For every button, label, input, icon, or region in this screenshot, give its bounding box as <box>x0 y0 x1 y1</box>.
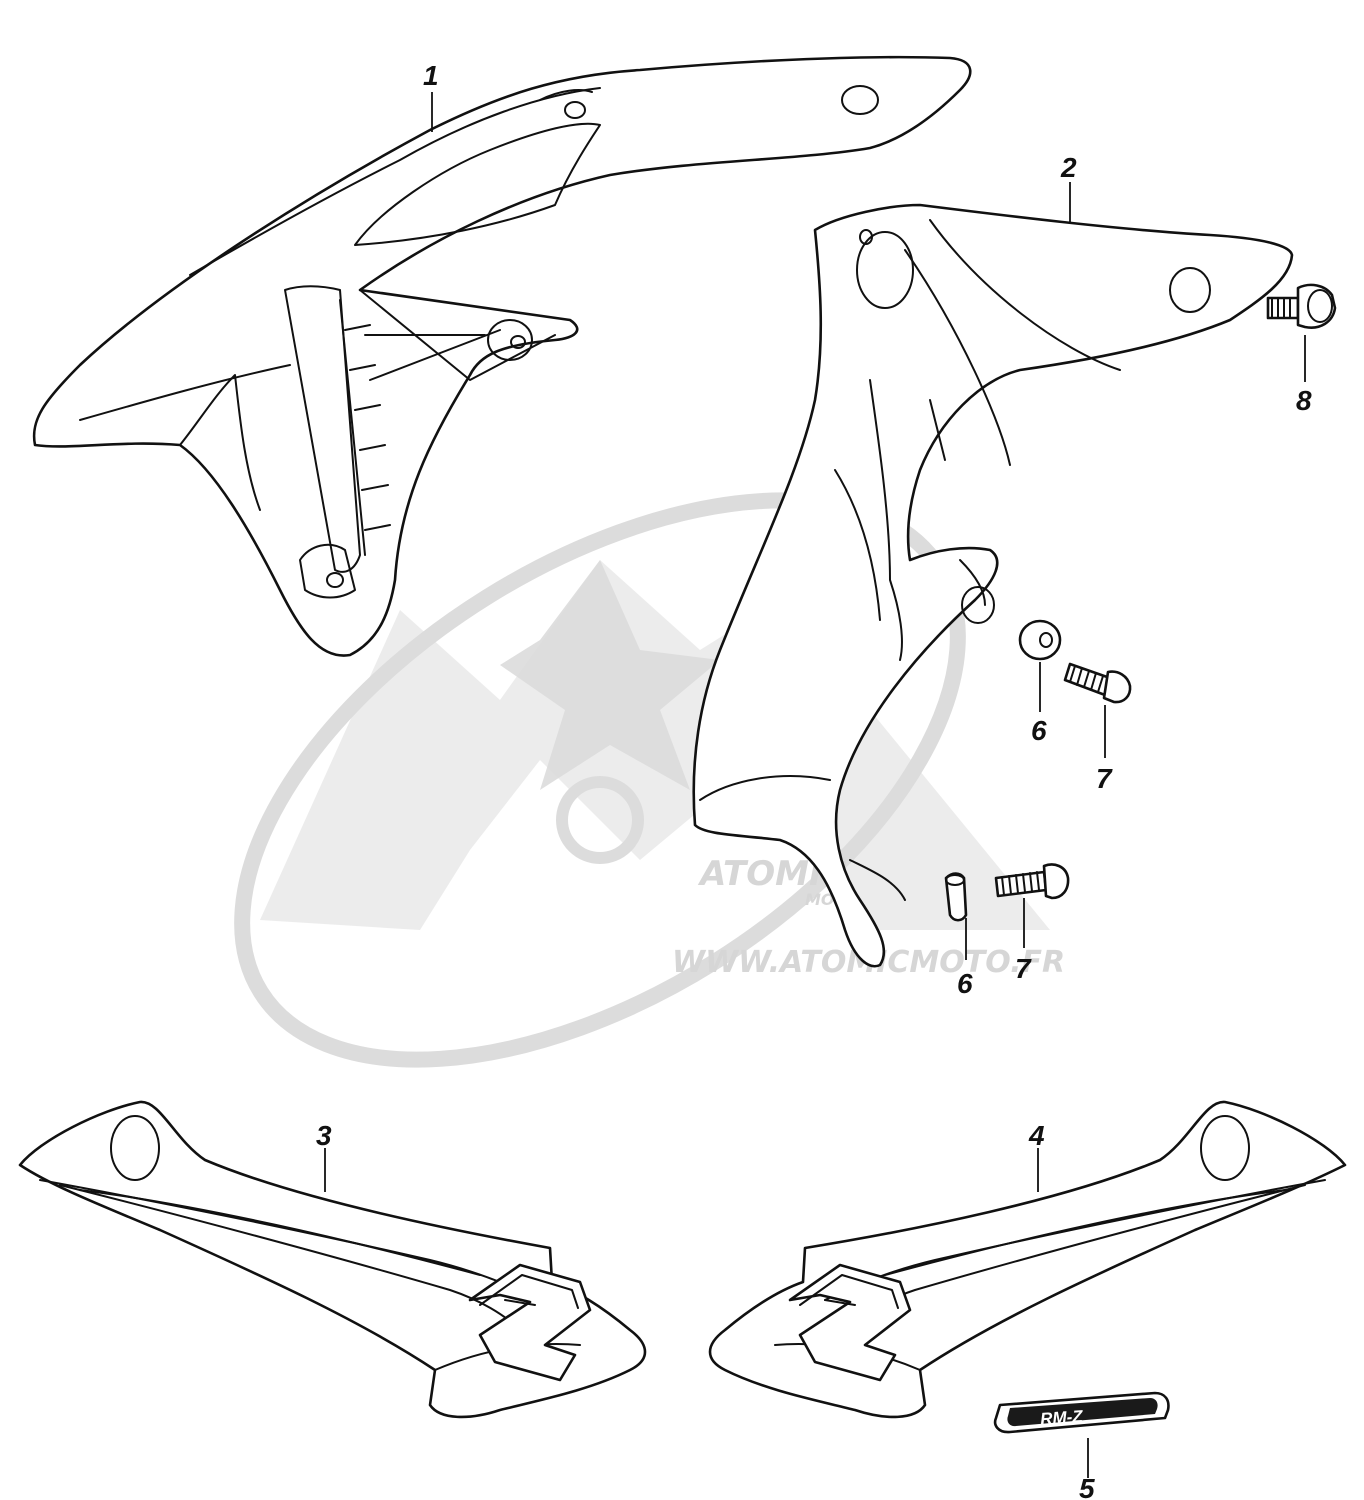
label-part-1: 1 <box>423 60 439 91</box>
collar-6-lower <box>944 872 968 922</box>
label-part-7-upper: 7 <box>1096 763 1113 794</box>
label-part-8: 8 <box>1296 385 1312 416</box>
rmz-emblem: RM-Z <box>993 1391 1170 1434</box>
washer-6-upper <box>1018 619 1062 661</box>
part-number-labels: 1 2 3 4 5 6 6 7 7 8 <box>316 60 1312 1500</box>
leader-lines <box>324 92 1306 1478</box>
label-part-6-upper: 6 <box>1031 715 1047 746</box>
bolt-7-lower <box>994 863 1070 900</box>
label-part-5: 5 <box>1079 1473 1095 1500</box>
emblem-text: RM-Z <box>1040 1407 1084 1429</box>
label-part-3: 3 <box>316 1120 332 1151</box>
bolt-8 <box>1266 283 1337 329</box>
shroud-decal-left <box>18 1100 647 1419</box>
radiator-shroud <box>692 203 1294 968</box>
label-part-7-lower: 7 <box>1015 953 1032 984</box>
bolt-7-upper <box>1063 662 1132 704</box>
label-part-4: 4 <box>1028 1120 1045 1151</box>
label-part-6-lower: 6 <box>957 968 973 999</box>
front-fender <box>32 55 972 657</box>
shroud-decal-right <box>708 1100 1347 1419</box>
label-part-2: 2 <box>1060 152 1077 183</box>
